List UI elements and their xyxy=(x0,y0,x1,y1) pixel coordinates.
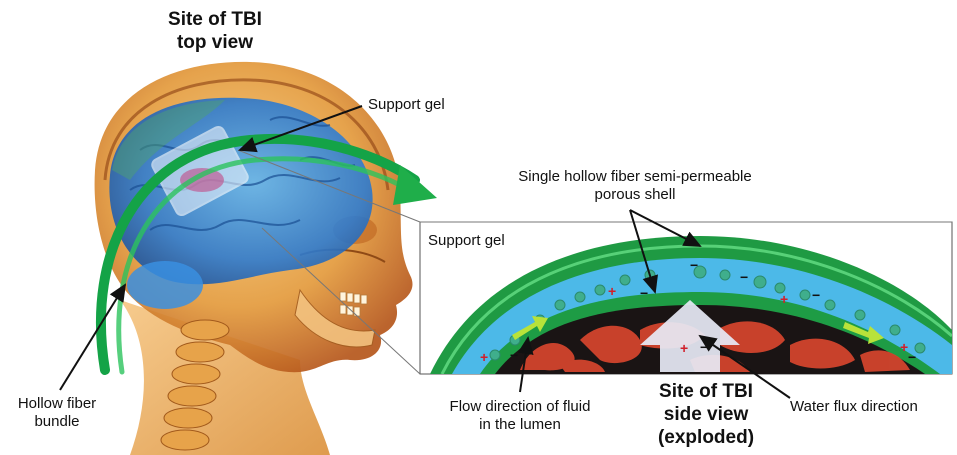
shell-label-line2: porous shell xyxy=(470,186,800,204)
hollow-fiber-label-line1: Hollow fiber xyxy=(2,395,112,413)
shell-label: Single hollow fiber semi-permeable porou… xyxy=(470,168,800,205)
fiber-arrowhead xyxy=(393,165,437,205)
svg-text:+: + xyxy=(780,291,788,307)
svg-text:−: − xyxy=(812,287,820,303)
svg-text:−: − xyxy=(908,349,916,365)
support-gel-top-label: Support gel xyxy=(368,96,445,114)
flow-direction-label: Flow direction of fluid in the lumen xyxy=(430,398,610,435)
svg-text:−: − xyxy=(510,347,518,363)
top-view-title: Site of TBI top view xyxy=(150,8,280,54)
side-view-title-line1: Site of TBI xyxy=(636,380,776,403)
cerebellum xyxy=(127,261,203,309)
top-view-title-line2: top view xyxy=(150,31,280,54)
svg-text:−: − xyxy=(640,285,648,301)
svg-text:−: − xyxy=(740,269,748,285)
flow-direction-label-line2: in the lumen xyxy=(430,416,610,434)
water-flux-label: Water flux direction xyxy=(790,398,918,416)
svg-text:+: + xyxy=(480,349,488,365)
shell-label-line1: Single hollow fiber semi-permeable xyxy=(470,168,800,186)
support-gel-box-label: Support gel xyxy=(428,232,505,250)
side-view-title: Site of TBI side view (exploded) xyxy=(636,380,776,450)
side-view-title-line2: side view xyxy=(636,403,776,426)
top-view-title-line1: Site of TBI xyxy=(150,8,280,31)
hollow-fiber-label: Hollow fiber bundle xyxy=(2,395,112,432)
side-view-title-line3: (exploded) xyxy=(636,426,776,449)
svg-text:+: + xyxy=(680,340,688,356)
svg-text:+: + xyxy=(608,283,616,299)
callout-hollow-fiber xyxy=(60,285,125,390)
svg-text:−: − xyxy=(690,257,698,273)
head-illustration xyxy=(95,62,413,455)
flow-direction-label-line1: Flow direction of fluid xyxy=(430,398,610,416)
hollow-fiber-label-line2: bundle xyxy=(2,413,112,431)
svg-text:+: + xyxy=(900,339,908,355)
